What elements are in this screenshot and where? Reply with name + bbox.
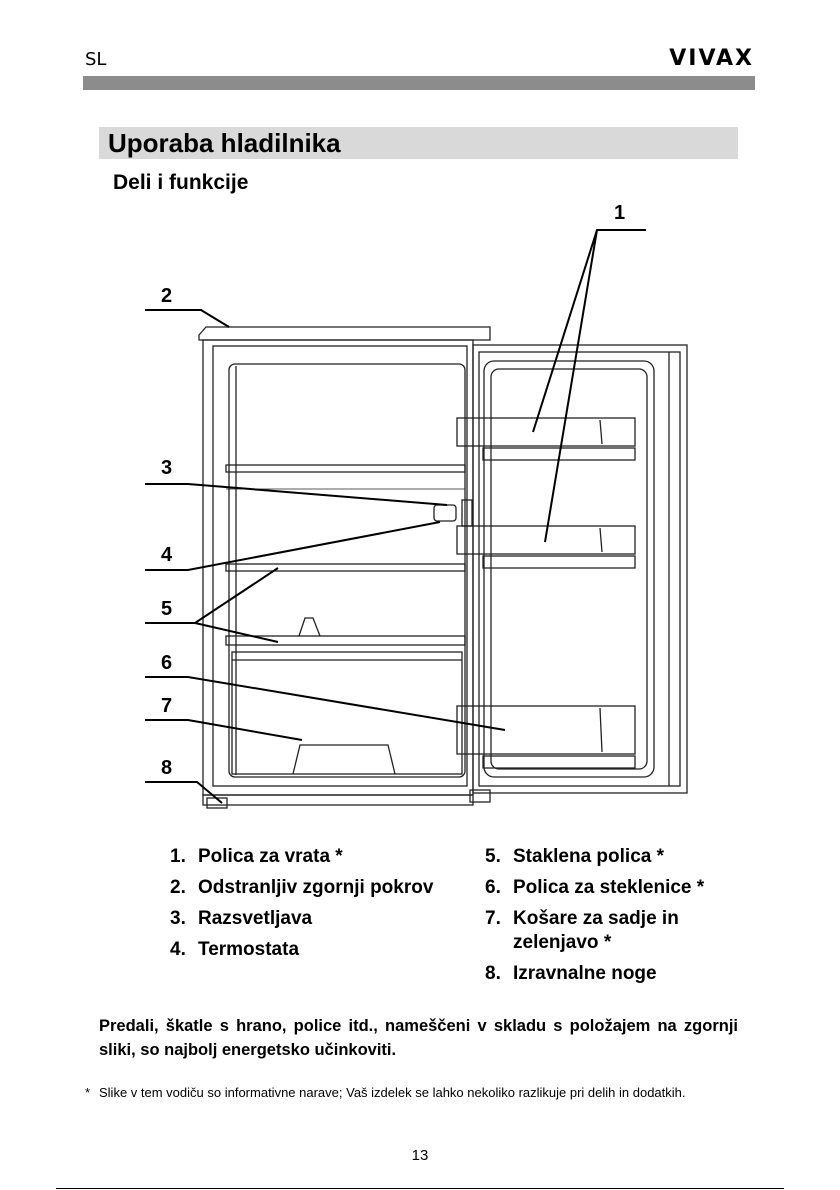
- leader-5: [145, 567, 279, 643]
- callout-4: 4: [161, 544, 173, 566]
- bottle-shelf: [225, 635, 466, 646]
- list-item: 1.Polica za vrata *: [170, 846, 343, 867]
- header-bar: [83, 76, 755, 90]
- energy-note: Predali, škatle s hrano, police itd., na…: [99, 1017, 738, 1059]
- footnote-star: *: [85, 1085, 91, 1100]
- callout-2: 2: [161, 285, 172, 307]
- door-shelf-3: [456, 705, 636, 755]
- parts-list-left: 1.Polica za vrata * 2.Odstranljiv zgornj…: [170, 845, 470, 969]
- door-shelf-1: [456, 417, 636, 447]
- leader-2: [145, 309, 230, 328]
- leader-6: [145, 676, 506, 731]
- door-shelf-2: [456, 525, 636, 555]
- crisper-drawer: [231, 651, 463, 775]
- list-item: 2.Odstranljiv zgornji pokrov: [170, 877, 434, 898]
- callout-5: 5: [161, 598, 172, 620]
- door: [472, 344, 688, 794]
- callout-7: 7: [161, 695, 172, 717]
- footer-rule: [56, 1188, 784, 1189]
- fridge-diagram: 1 2 3 4 5 6 7 8: [145, 202, 688, 809]
- leader-4: [145, 521, 441, 571]
- top-cover: [198, 326, 491, 341]
- section-title: Uporaba hladilnika: [108, 128, 341, 158]
- leader-3: [145, 483, 448, 506]
- footnote: * Slike v tem vodiču so informativne nara…: [85, 1085, 686, 1100]
- callout-8: 8: [161, 757, 172, 779]
- list-item: 3.Razsvetljava: [170, 908, 313, 929]
- list-item: 7.Košare za sadje in zelenjavo *: [485, 908, 679, 953]
- leader-1: [532, 229, 646, 543]
- list-item: 4.Termostata: [170, 939, 300, 960]
- brand-logo: VIVAX: [669, 46, 754, 71]
- language-code: SL: [85, 49, 107, 70]
- thermostat-light: [433, 504, 457, 522]
- parts-list-right: 5.Staklena polica * 6.Polica za stekleni…: [485, 845, 725, 993]
- leader-7: [145, 719, 303, 741]
- section-heading-bar: Uporaba hladilnika: [99, 127, 738, 159]
- subsection-title: Deli i funkcije: [113, 171, 249, 194]
- list-item: 5.Staklena polica *: [485, 846, 665, 867]
- callout-3: 3: [161, 457, 172, 479]
- callout-1: 1: [614, 202, 625, 224]
- page-number: 13: [411, 1147, 429, 1164]
- footnote-text: Slike v tem vodiču so informativne narav…: [99, 1085, 686, 1100]
- cabinet-body: [202, 339, 474, 796]
- callout-6: 6: [161, 652, 172, 674]
- leader-8: [145, 781, 223, 804]
- list-item: 8.Izravnalne noge: [485, 963, 657, 984]
- glass-shelf: [225, 563, 466, 572]
- list-item: 6.Polica za steklenice *: [485, 877, 705, 898]
- shelf-top: [225, 464, 466, 473]
